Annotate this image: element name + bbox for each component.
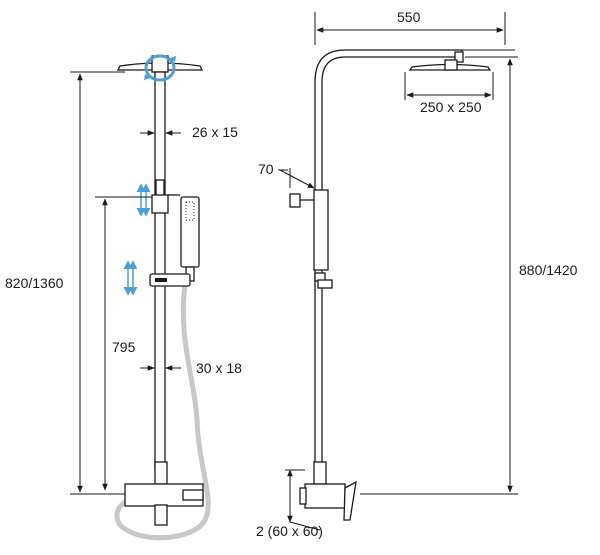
dim-arm-offset: 70 bbox=[258, 161, 274, 177]
updown-arrow-icon bbox=[123, 260, 138, 296]
dim-rail-height: 795 bbox=[112, 339, 136, 355]
mixer-lever bbox=[343, 480, 357, 521]
riser-pipe-front bbox=[154, 71, 166, 469]
dim-total-width: 550 bbox=[397, 9, 421, 25]
diverter-knob-front bbox=[151, 194, 169, 214]
shower-hose bbox=[114, 284, 211, 541]
dim-mixer-flange: 2 (60 x 60) bbox=[256, 523, 323, 539]
updown-arrow-icon bbox=[136, 183, 151, 217]
front-view bbox=[70, 54, 211, 541]
handshower-holder-side bbox=[313, 189, 329, 271]
dim-pipe-lower: 30 x 18 bbox=[196, 360, 242, 376]
dim-height-right: 880/1420 bbox=[519, 262, 578, 278]
dim-height-left: 820/1360 bbox=[5, 275, 64, 291]
slider-bracket bbox=[149, 273, 191, 287]
diverter-knob-side bbox=[289, 193, 301, 208]
side-view bbox=[278, 12, 518, 531]
dim-head-size: 250 x 250 bbox=[420, 99, 482, 115]
hand-shower bbox=[180, 196, 200, 268]
dim-pipe-upper: 26 x 15 bbox=[192, 124, 238, 140]
rotate-icon bbox=[144, 54, 176, 82]
mixer-body-side bbox=[304, 483, 346, 509]
